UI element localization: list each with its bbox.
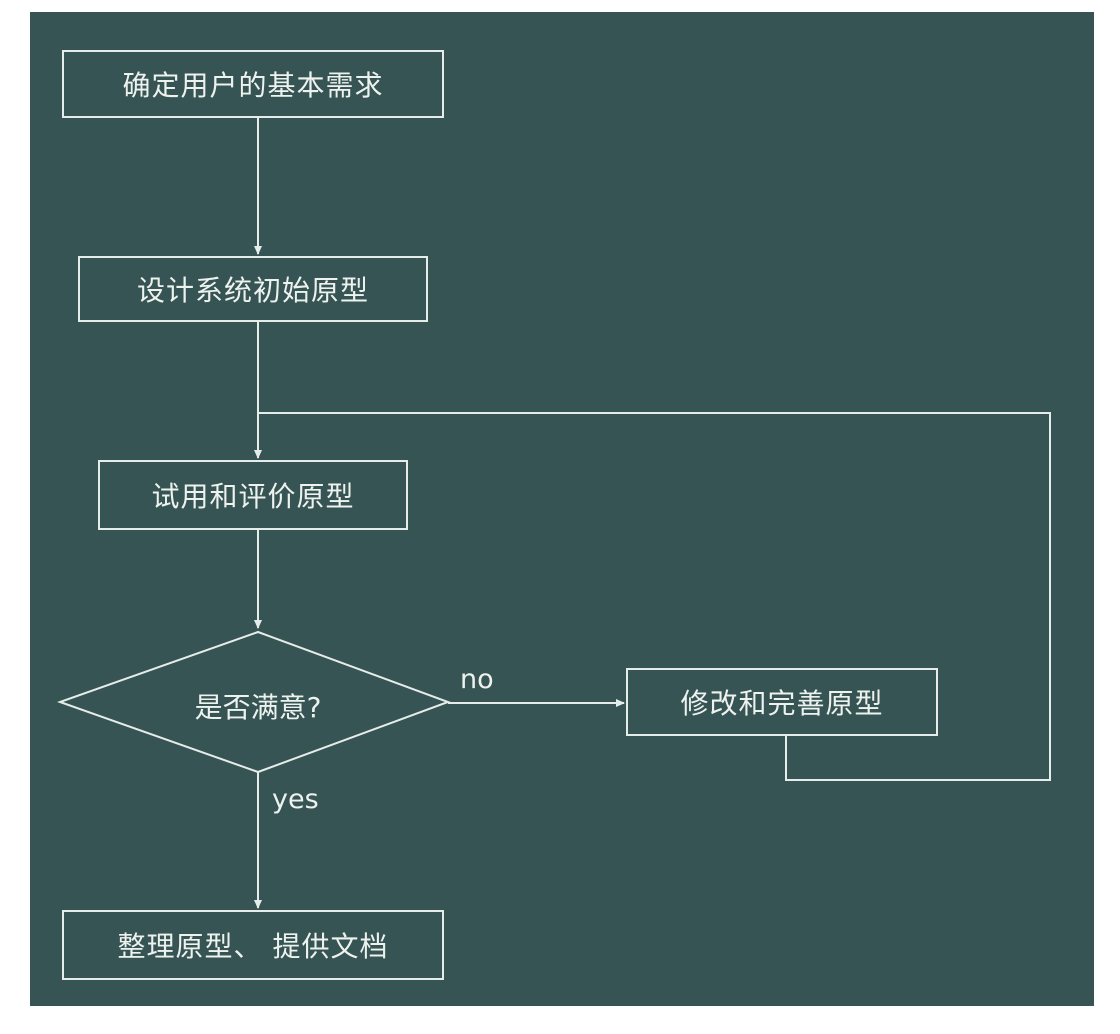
node-design-initial-prototype: 设计系统初始原型	[78, 256, 428, 322]
node-label: 确定用户的基本需求	[122, 69, 384, 102]
node-label: 试用和评价原型	[151, 480, 355, 513]
node-determine-requirements: 确定用户的基本需求	[62, 50, 444, 118]
node-organize-and-document: 整理原型、 提供文档	[62, 910, 444, 980]
edge-label-yes: yes	[272, 784, 319, 815]
edge-label-no: no	[460, 664, 494, 695]
node-modify-and-improve: 修改和完善原型	[626, 668, 938, 736]
node-label: 整理原型、 提供文档	[117, 930, 389, 963]
decision-diamond	[56, 630, 451, 774]
loop-modify-to-trial	[258, 412, 1051, 781]
decision-label: 是否满意?	[194, 691, 322, 724]
node-label: 修改和完善原型	[680, 687, 884, 720]
diagram-board	[30, 12, 1094, 1006]
node-label: 设计系统初始原型	[136, 274, 369, 307]
node-trial-and-evaluate: 试用和评价原型	[98, 460, 408, 530]
